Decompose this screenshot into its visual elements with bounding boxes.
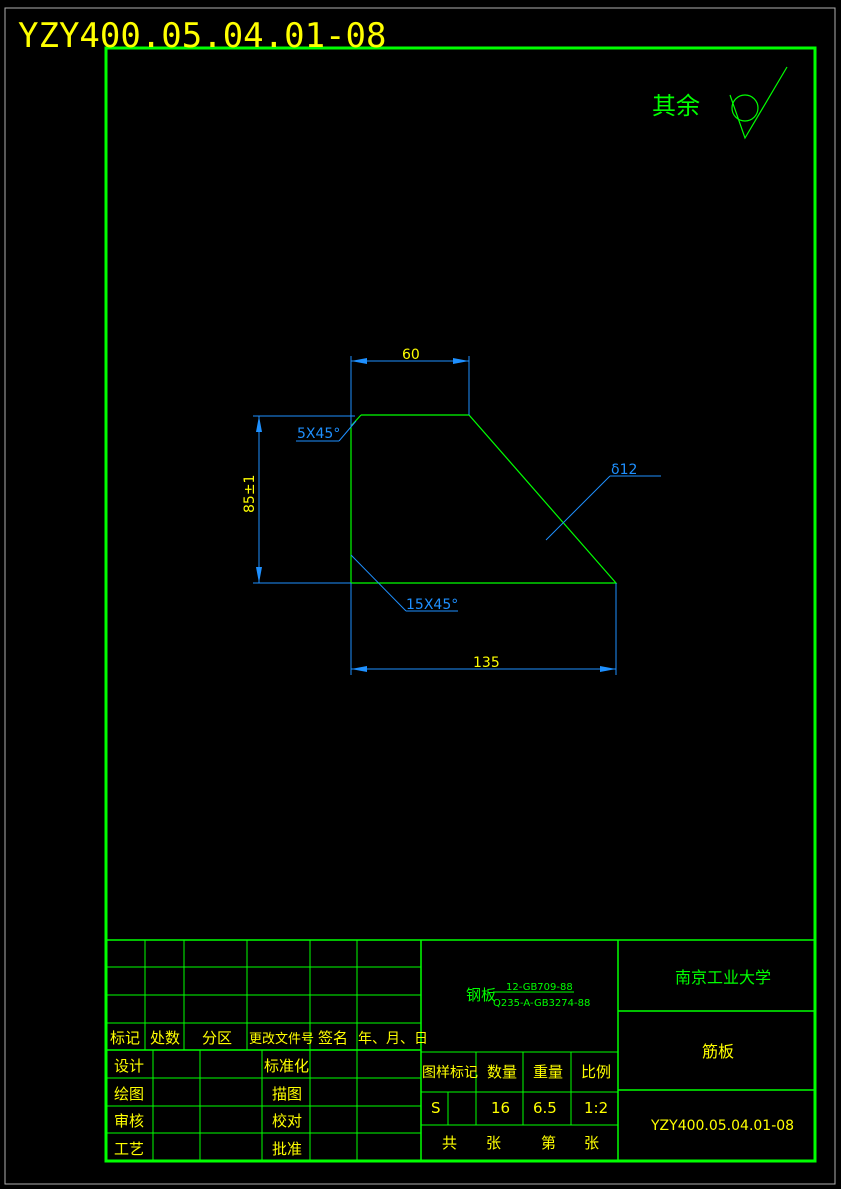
header-count: 处数 [150,1029,180,1047]
material-spec-top: 12-GB709-88 [506,982,573,993]
label-sheet-no: 第 [541,1134,556,1152]
label-sheets-1: 张 [486,1134,501,1152]
header-scale: 比例 [581,1063,611,1081]
header-change-doc: 更改文件号 [249,1032,314,1047]
label-process: 工艺 [114,1140,144,1158]
inner-border [104,46,817,1163]
label-design: 设计 [114,1057,144,1075]
header-zone: 分区 [202,1029,232,1047]
value-scale: 1:2 [584,1099,608,1117]
label-review: 审核 [114,1112,144,1130]
dim-chamfer-top: 5X45° [297,426,340,442]
label-drawing: 绘图 [114,1085,144,1103]
header-quantity: 数量 [487,1063,517,1081]
dimension-arrows [256,358,616,672]
dim-height: 85±1 [242,475,258,513]
label-tracing: 描图 [272,1085,302,1103]
material-name: 钢板 [466,986,496,1004]
part-outline [350,414,618,584]
header-date: 年、月、日 [358,1031,428,1047]
dim-thickness: δ12 [611,462,637,478]
label-check: 校对 [272,1112,302,1130]
dimension-lines [253,356,661,675]
label-total: 共 [442,1134,457,1152]
drawing-number: YZY400.05.04.01-08 [650,1118,794,1134]
header-signature: 签名 [318,1029,348,1047]
dim-bottom-width: 135 [473,655,500,671]
dim-chamfer-bottom: 15X45° [406,597,458,613]
label-standardization: 标准化 [264,1057,309,1075]
value-weight: 6.5 [533,1099,557,1117]
label-approval: 批准 [272,1140,302,1158]
drawing-number-large: YZY400.05.04.01-08 [18,16,386,56]
header-weight: 重量 [533,1063,563,1081]
surface-finish-label: 其余 [652,92,700,120]
title-block-grid [106,939,815,1161]
material-spec-bottom: Q235-A-GB3274-88 [493,998,590,1009]
header-mark: 标记 [110,1029,140,1047]
organization-name: 南京工业大学 [675,968,771,987]
dim-top-width: 60 [402,347,420,363]
surface-roughness-icon [729,66,788,140]
value-quantity: 16 [491,1099,510,1117]
header-sample-mark: 图样标记 [422,1065,478,1081]
outer-border [4,7,836,1185]
value-sample-mark: S [431,1099,441,1117]
part-name: 筋板 [702,1042,734,1061]
label-sheets-2: 张 [584,1134,599,1152]
